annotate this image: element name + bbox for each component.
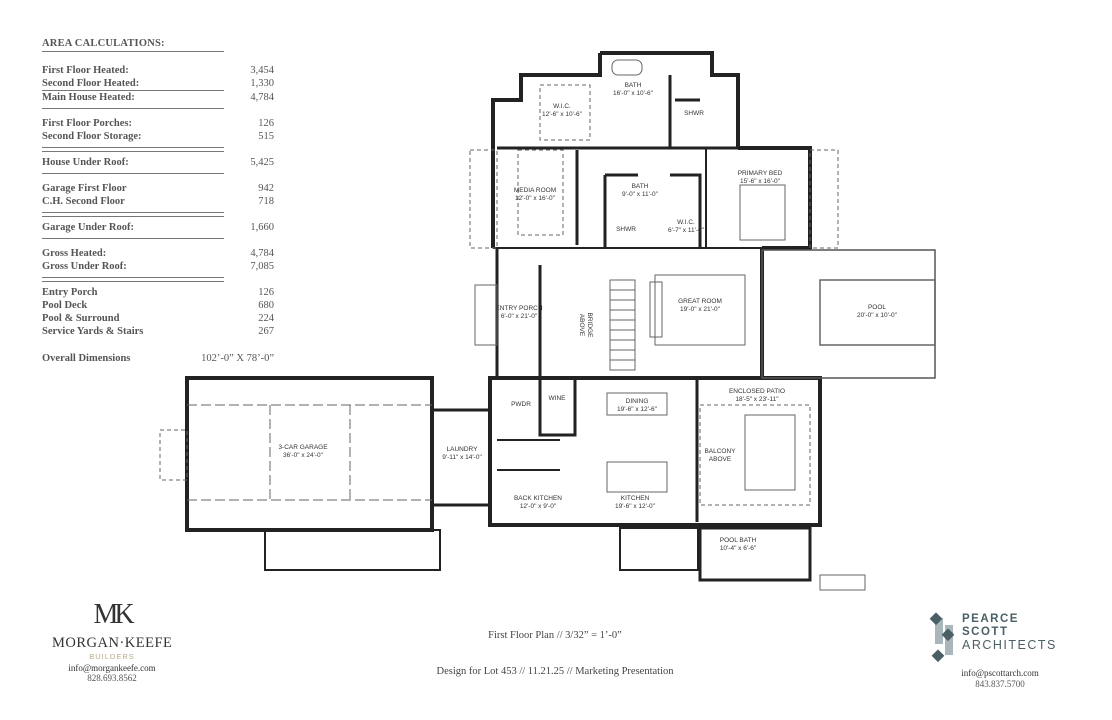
svg-text:6'-7" x 11'-0": 6'-7" x 11'-0" [668,227,705,234]
divider [42,147,224,148]
builder-email[interactable]: info@morgankeefe.com [68,663,156,673]
area-row: House Under Roof:5,425 [42,157,274,168]
divider [42,277,224,278]
svg-text:LAUNDRY: LAUNDRY [447,446,479,453]
svg-text:POOL: POOL [868,304,886,311]
plan-title: First Floor Plan // 3/32” = 1’-0” [488,630,622,641]
svg-text:GREAT ROOM: GREAT ROOM [678,298,722,305]
area-row: First Floor Porches:126 [42,118,274,129]
svg-text:SHWR: SHWR [616,226,636,233]
svg-text:BATH: BATH [625,82,642,89]
pearce-scott-logo-text: PEARCE SCOTT ARCHITECTS [962,613,1057,652]
plan-subtitle: Design for Lot 453 // 11.21.25 // Market… [436,666,674,677]
svg-text:BATH: BATH [632,183,649,190]
svg-text:3-CAR GARAGE: 3-CAR GARAGE [278,444,328,451]
svg-text:MEDIA ROOM: MEDIA ROOM [514,187,556,194]
architect-name-line1: PEARCE [962,613,1019,625]
divider [42,173,224,174]
builder-tagline: BUILDERS [89,652,135,661]
svg-text:ENCLOSED PATIO: ENCLOSED PATIO [729,388,785,395]
svg-text:16'-0" x 10'-6": 16'-0" x 10'-6" [613,90,654,97]
pearce-scott-logo-mark [929,612,955,663]
svg-text:12'-0" x 9'-0": 12'-0" x 9'-0" [520,503,557,510]
svg-text:PRIMARY BED: PRIMARY BED [738,170,783,177]
svg-text:BALCONY: BALCONY [704,448,736,455]
area-row: Garage Under Roof:1,660 [42,222,274,233]
svg-text:W.I.C.: W.I.C. [553,103,571,110]
svg-text:9'-0" x 11'-0": 9'-0" x 11'-0" [622,191,659,198]
architect-email[interactable]: info@pscottarch.com [961,668,1039,678]
area-row: Gross Heated:4,784 [42,248,274,259]
svg-text:W.I.C.: W.I.C. [677,219,695,226]
builder-phone: 828.693.8562 [87,673,137,683]
svg-text:19'-0" x 21'-0": 19'-0" x 21'-0" [680,306,721,313]
svg-text:WINE: WINE [549,395,567,402]
divider [42,108,224,109]
area-row: Gross Under Roof:7,085 [42,261,274,272]
divider [42,90,224,91]
divider [42,216,224,217]
svg-text:ABOVE: ABOVE [578,314,585,337]
area-row: Second Floor Storage:515 [42,131,274,142]
svg-text:BACK KITCHEN: BACK KITCHEN [514,495,562,502]
svg-text:BRIDGE: BRIDGE [586,313,593,339]
area-row: Main House Heated:4,784 [42,92,274,103]
builder-monogram: MK [93,599,134,630]
plan-details [159,59,936,591]
svg-text:10'-4" x 6'-6": 10'-4" x 6'-6" [720,545,757,552]
svg-text:15'-6" x 16'-0": 15'-6" x 16'-0" [740,178,781,185]
svg-text:9'-11" x 14'-0": 9'-11" x 14'-0" [442,454,482,461]
architect-name-line3: ARCHITECTS [962,638,1057,652]
divider [42,238,224,239]
svg-text:ABOVE: ABOVE [709,456,732,463]
architect-phone: 843.837.5700 [975,679,1025,689]
svg-text:18'-5" x 23'-11": 18'-5" x 23'-11" [735,396,779,403]
svg-text:19'-6" x 12'-0": 19'-6" x 12'-0" [615,503,656,510]
svg-text:19'-6" x 12'-6": 19'-6" x 12'-6" [617,406,658,413]
divider [42,151,224,152]
area-row: Second Floor Heated:1,330 [42,78,274,89]
morgan-keefe-logo: MK MORGAN·KEEFE BUILDERS info@morgankeef… [52,599,173,684]
area-calculations: AREA CALCULATIONS: First Floor Heated:3,… [42,38,274,364]
svg-text:SHWR: SHWR [684,110,704,117]
svg-text:20'-0" x 10'-0": 20'-0" x 10'-0" [857,312,898,319]
svg-text:12'-0" x 16'-0": 12'-0" x 16'-0" [515,195,556,202]
svg-text:36'-0" x 24'-0": 36'-0" x 24'-0" [283,452,324,459]
svg-text:POOL BATH: POOL BATH [720,537,757,544]
builder-name: MORGAN·KEEFE [52,635,173,651]
architect-name-line2: SCOTT [962,626,1009,638]
svg-text:6'-0" x 21'-0": 6'-0" x 21'-0" [501,313,538,320]
area-row: First Floor Heated:3,454 [42,65,274,76]
divider [42,281,224,282]
svg-text:12'-6" x 10'-6": 12'-6" x 10'-6" [542,111,583,118]
divider [42,212,224,213]
svg-text:PWDR: PWDR [511,401,531,408]
svg-text:KITCHEN: KITCHEN [621,495,650,502]
svg-text:DINING: DINING [626,398,649,405]
svg-text:ENTRY PORCH: ENTRY PORCH [495,305,542,312]
area-heading: AREA CALCULATIONS: [42,38,224,52]
